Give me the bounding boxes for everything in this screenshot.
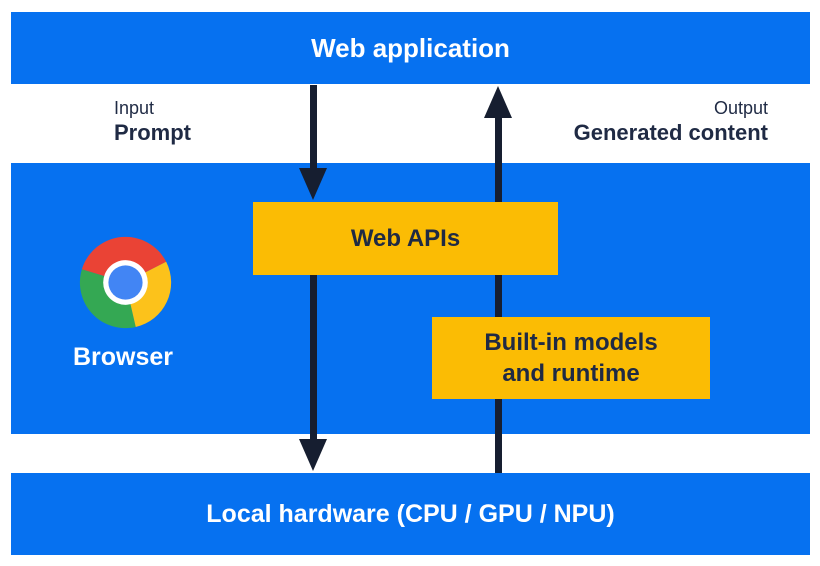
arrow-shaft (494, 118, 502, 473)
output-label-group: Output Generated content (574, 97, 768, 146)
builtin-models-line2: and runtime (502, 360, 640, 387)
input-value: Prompt (114, 120, 191, 145)
local-hardware-title: Local hardware (CPU / GPU / NPU) (206, 500, 615, 528)
input-label-group: Input Prompt (114, 97, 191, 146)
spacer (432, 317, 710, 327)
down-arrow-head-icon (299, 168, 327, 200)
browser-label: Browser (72, 343, 174, 371)
output-up-arrow (484, 86, 512, 473)
up-arrow-head-icon (484, 86, 512, 118)
builtin-models-line1: Built-in models (484, 329, 658, 356)
output-caption: Output (713, 98, 768, 118)
web-apis-label: Web APIs (350, 225, 461, 252)
local-hardware-bar: Local hardware (CPU / GPU / NPU) (11, 473, 810, 555)
input-caption: Input (114, 98, 155, 118)
web-apis-box: Web APIs (253, 202, 558, 275)
arrow-shaft (309, 240, 317, 439)
output-value: Generated content (573, 120, 768, 145)
input-down-arrow-upper (299, 85, 327, 200)
builtin-models-box: Built-in models and runtime (432, 317, 710, 399)
input-down-arrow-lower (299, 240, 327, 471)
chrome-browser-logo-icon (78, 235, 173, 330)
web-application-title: Web application (311, 33, 510, 63)
web-application-bar: Web application (11, 12, 810, 84)
arrow-shaft (309, 85, 317, 168)
down-arrow-head-icon (299, 439, 327, 471)
